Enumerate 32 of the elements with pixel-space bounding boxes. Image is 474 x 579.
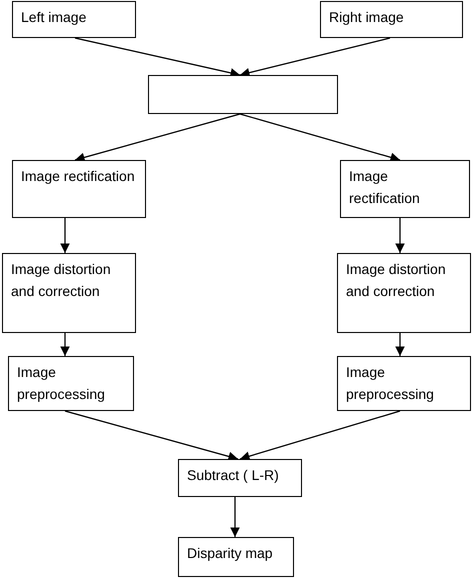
- box-label: Subtract ( L-R): [187, 466, 280, 485]
- box-label: Image distortion and correction: [346, 260, 447, 301]
- arrow: [60, 218, 70, 253]
- process-box: [178, 459, 302, 497]
- arrow: [74, 37, 240, 78]
- box-label: Left image: [21, 8, 88, 27]
- arrow: [230, 497, 240, 537]
- box-label: Image preprocessing: [17, 363, 106, 404]
- arrow: [64, 410, 238, 462]
- box-label: Image rectification: [349, 167, 421, 208]
- process-box: [337, 356, 471, 411]
- box-label: Image distortion and correction: [11, 260, 112, 301]
- process-box: [337, 253, 471, 333]
- box-label: Image rectification: [21, 167, 136, 186]
- arrow: [60, 333, 70, 356]
- empty-box: [148, 75, 338, 114]
- process-box: [8, 356, 134, 411]
- arrow: [240, 410, 400, 461]
- process-box: [2, 253, 136, 333]
- box-label: Right image: [329, 8, 405, 27]
- box-label: Image preprocessing: [346, 363, 435, 404]
- box-label: Disparity map: [187, 544, 274, 563]
- process-box: [12, 160, 146, 218]
- arrow: [240, 37, 390, 78]
- arrow: [74, 113, 240, 162]
- process-box: [320, 1, 463, 38]
- arrow: [395, 218, 405, 253]
- arrow: [395, 333, 405, 356]
- process-box: [178, 537, 294, 577]
- process-box: [340, 160, 470, 218]
- process-box: [12, 1, 136, 38]
- arrow: [240, 113, 400, 162]
